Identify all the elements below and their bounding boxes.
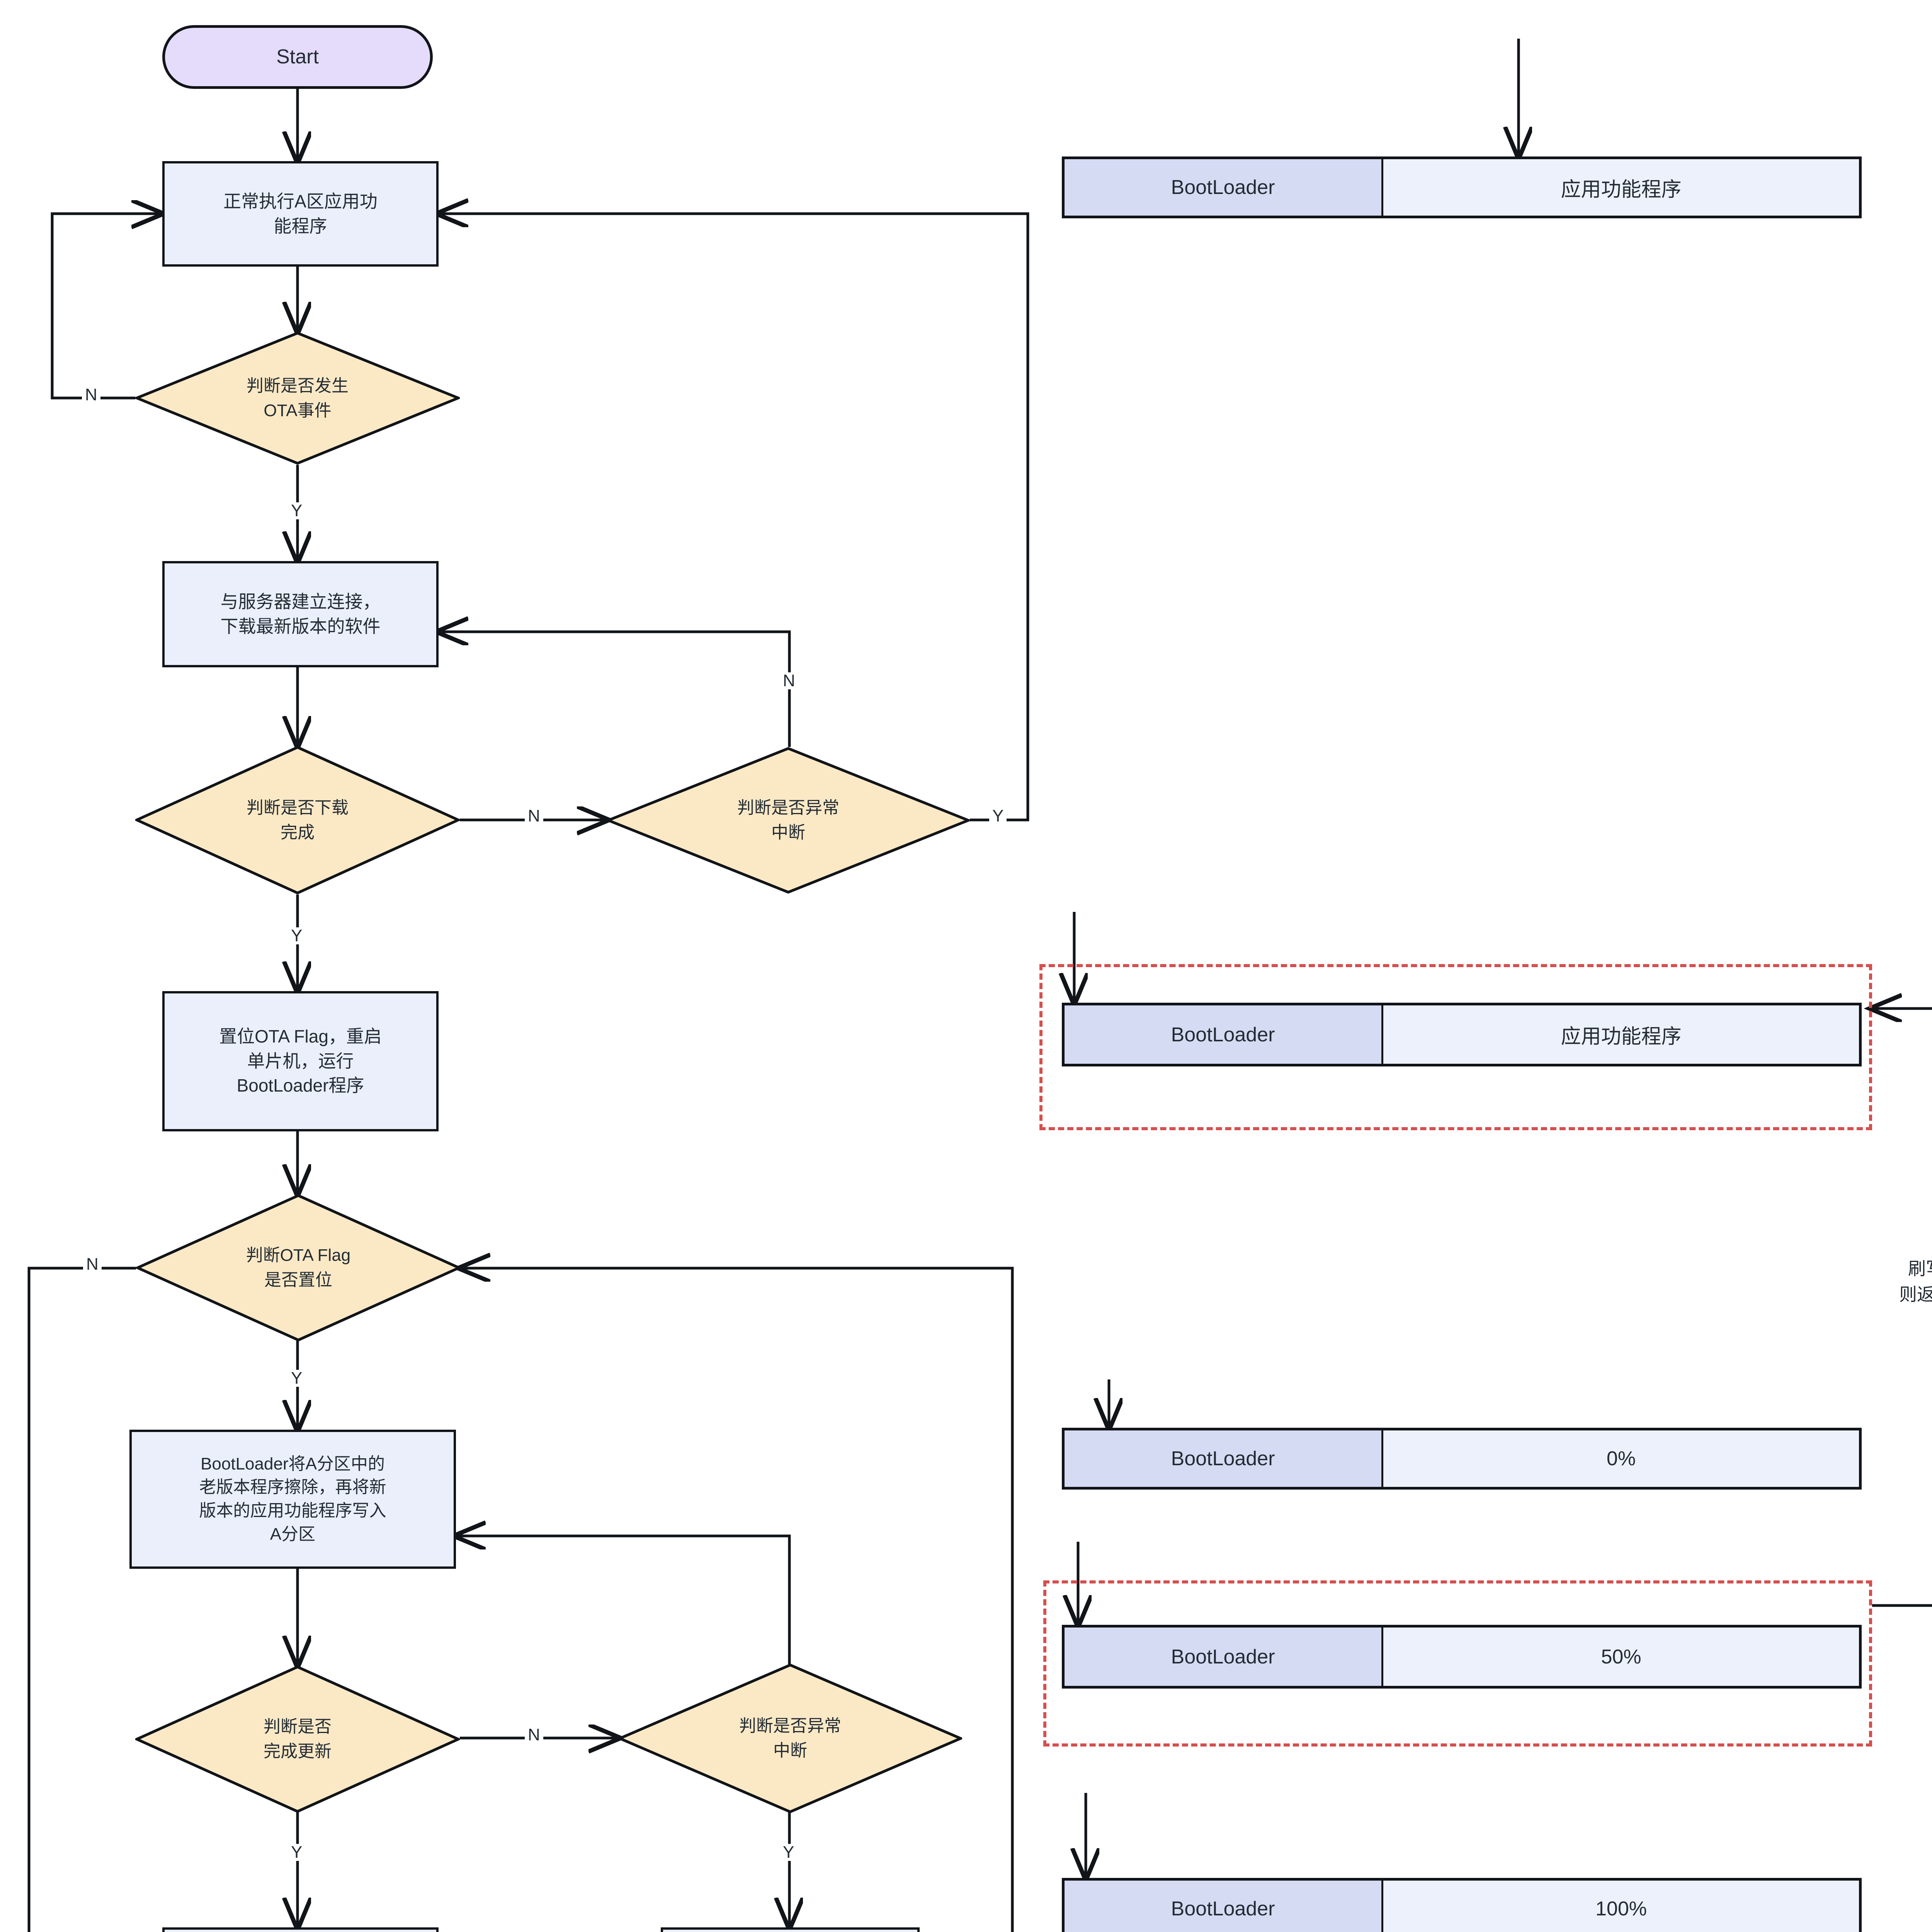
decision-diamond-shape [133,332,462,465]
memory-map-4-bootloader-cell: BootLoader [1065,1628,1383,1686]
edge-label-ota-event-no: N [82,386,100,403]
memory-map-5-app-label: 100% [1595,1898,1647,1920]
edge-label-abnormal1-yes: Y [989,808,1007,825]
memory-map-3: BootLoader 0% [1062,1428,1862,1490]
edge-label-download-yes: Y [288,927,306,944]
memory-map-5-bootloader-cell: BootLoader [1065,1881,1383,1932]
edge-label-ota-flag-no: N [83,1256,102,1273]
decision-diamond-shape [604,747,972,894]
flow-node-start-label: Start [276,45,319,68]
flow-node-check-abnormal-break-2: 判断是否异常中断 [616,1663,964,1813]
highlight-dashed-box-map-4 [1043,1580,1872,1747]
memory-map-1-app-cell: 应用功能程序 [1383,159,1859,216]
memory-map-2-app-label: 应用功能程序 [1561,1026,1682,1048]
memory-map-4-app-label: 50% [1601,1645,1641,1668]
memory-map-4: BootLoader 50% [1062,1625,1862,1689]
flow-node-run-app-a: 正常执行A区应用功能程序 [162,161,439,267]
memory-map-3-app-label: 0% [1606,1447,1636,1470]
memory-map-2-bootloader-label: BootLoader [1171,1023,1275,1046]
memory-map-2: BootLoader 应用功能程序 [1062,1003,1862,1066]
edge-label-download-no: N [525,808,543,825]
annotation-rollback-note: 刷写中断则返回此处 [1899,1259,1932,1304]
memory-map-3-app-cell: 0% [1383,1430,1859,1487]
decision-diamond-shape [616,1663,964,1813]
memory-map-1-bootloader-label: BootLoader [1171,176,1275,199]
flow-node-start: Start [162,25,433,89]
memory-map-5-app-cell: 100% [1383,1881,1859,1932]
memory-map-3-bootloader-cell: BootLoader [1065,1430,1383,1487]
edge-label-ota-flag-yes: Y [288,1370,306,1387]
flow-node-run-app-a-label: 正常执行A区应用功能程序 [223,191,378,236]
flow-node-check-update-done: 判断是否完成更新 [133,1665,462,1813]
highlight-dashed-box-map-2 [1039,964,1872,1130]
edge-label-abnormal2-yes: Y [780,1844,798,1861]
flow-node-connect-server: 与服务器建立连接，下载最新版本的软件 [162,561,439,667]
edge-label-abnormal1-no: N [780,672,798,689]
edge-label-update-yes: Y [288,1844,306,1861]
flow-node-post-handle: 执行后处理方案 [661,1927,920,1932]
memory-map-1-bootloader-cell: BootLoader [1065,159,1383,216]
flow-node-connect-server-label: 与服务器建立连接，下载最新版本的软件 [220,592,381,636]
memory-map-4-app-cell: 50% [1383,1628,1859,1686]
edge-label-update-no: N [525,1726,543,1743]
decision-diamond-shape [133,1665,462,1813]
decision-diamond-shape [133,746,462,895]
memory-map-5: BootLoader 100% [1062,1878,1862,1932]
edge-label-ota-event-yes: Y [288,502,306,519]
memory-map-4-bootloader-label: BootLoader [1171,1645,1275,1668]
decision-diamond-shape [134,1194,463,1342]
memory-map-1-app-label: 应用功能程序 [1561,178,1682,201]
flow-node-check-download-done: 判断是否下载完成 [133,746,462,895]
memory-map-2-bootloader-cell: BootLoader [1065,1005,1383,1064]
memory-map-3-bootloader-label: BootLoader [1171,1447,1275,1470]
flow-node-check-abnormal-break-1: 判断是否异常中断 [604,747,972,894]
memory-map-1: BootLoader 应用功能程序 [1062,156,1862,218]
memory-map-5-bootloader-label: BootLoader [1171,1898,1275,1920]
memory-map-2-app-cell: 应用功能程序 [1383,1005,1859,1064]
